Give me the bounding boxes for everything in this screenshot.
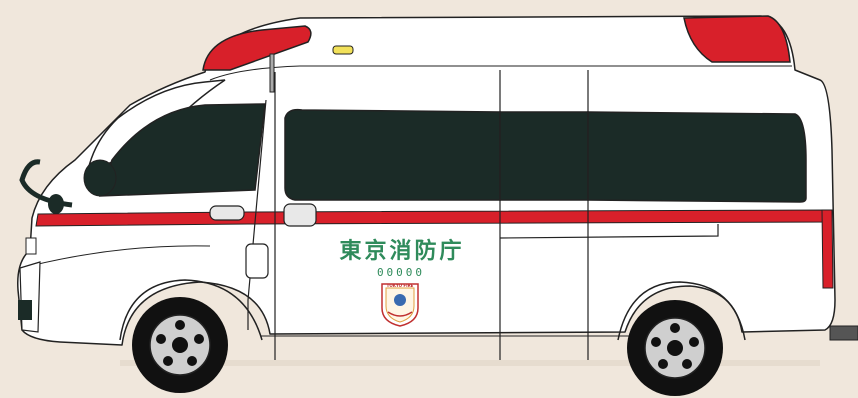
rear-wheel — [627, 300, 723, 396]
fender-mirror — [48, 194, 64, 214]
agency-name: 東京消防庁 — [339, 238, 464, 264]
roof-marker-light — [332, 45, 354, 55]
unit-number: 00000 — [377, 266, 425, 279]
emblem-label: TOKYO FIRE — [387, 283, 414, 288]
fuel-door — [245, 243, 269, 279]
ground-shadow — [120, 360, 820, 366]
lower-body-line — [29, 245, 211, 267]
rear-light-bar — [683, 15, 791, 63]
headlight — [25, 237, 37, 255]
front-door-handle — [209, 205, 245, 221]
side-window-middle — [499, 111, 589, 201]
front-wheel-arch — [119, 279, 263, 341]
side-mirror — [83, 159, 117, 197]
rear-reflector — [821, 209, 834, 289]
front-bumper — [19, 261, 41, 333]
front-light-bar — [202, 25, 312, 71]
front-wheel — [132, 297, 228, 393]
fire-department-emblem: TOKYO FIRE — [381, 283, 419, 327]
side-window-front — [284, 108, 501, 201]
fog-light — [18, 300, 32, 320]
antenna — [269, 53, 275, 93]
rear-wheel-arch — [617, 281, 746, 341]
front-side-window — [98, 103, 266, 197]
door-seams — [247, 70, 719, 360]
side-door-handle — [283, 203, 317, 227]
rear-step — [829, 325, 858, 341]
side-window-rear — [587, 111, 807, 203]
roof-edge — [209, 65, 792, 81]
